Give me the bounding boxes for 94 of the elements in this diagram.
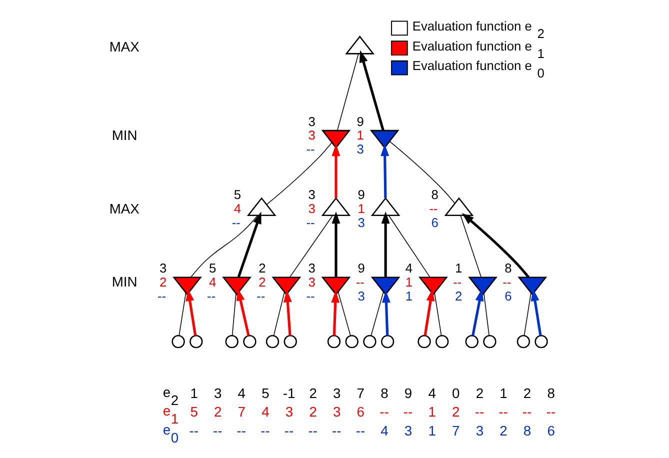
label: 6 [356,404,364,420]
node-label: 4 [233,201,241,216]
node-label: -- [306,142,314,157]
node-label: 8 [504,260,512,276]
label: 2 [499,422,507,438]
node-label: 8 [430,187,438,202]
label: -1 [282,384,295,401]
node-label: 5 [233,187,241,202]
label: 3 [214,384,222,401]
label: -- [546,404,555,420]
label: 3 [404,422,412,438]
node-label: -- [256,288,265,304]
label: -- [522,404,532,420]
node-label: 9 [357,260,364,276]
label: 7 [452,422,460,438]
node-label: 1 [356,128,364,143]
label: 7 [356,384,364,401]
label: MAX [108,200,139,216]
label: 3 [332,384,340,401]
node-label: -- [206,288,216,304]
label: 8 [380,384,388,401]
label: 6 [546,422,554,438]
node-label: 3 [357,214,364,230]
label: -- [498,404,508,420]
node-label: -- [231,214,240,230]
node-label: 6 [504,288,512,304]
label: 3 [332,404,340,420]
node-label: 5 [208,260,216,276]
node-label: 3 [308,114,315,129]
label: 1 [428,404,436,420]
node-label: -- [428,201,438,216]
node-label: 2 [158,274,166,290]
label: -- [284,422,294,438]
node-label: -- [156,288,166,304]
label: 2 [452,404,460,420]
node-label: 2 [454,288,462,304]
node-label: -- [452,274,462,290]
label: 8 [546,384,554,401]
node-label: 9 [357,187,364,202]
label: -- [260,422,270,438]
label: 4 [261,404,269,420]
label: 3 [475,422,484,438]
label: 4 [380,422,388,438]
label: 1 [428,422,436,438]
label: -- [355,422,365,438]
node-label: 4 [404,260,412,276]
label: 2 [308,404,316,420]
node-label: 9 [356,114,364,129]
label: 8 [522,422,531,438]
label: -- [402,404,412,420]
node-label: 1 [357,201,364,216]
label: -- [212,422,222,438]
node-label: 1 [404,274,412,290]
node-label: 3 [356,142,364,157]
node-label: 3 [308,201,315,216]
node-label: -- [502,274,511,290]
label: 7 [237,404,246,420]
label: 2 [214,404,222,420]
label: 5 [261,384,269,401]
label: 1 [499,384,507,401]
node-label: -- [306,288,314,304]
node-label: 2 [258,274,266,290]
node-label: -- [355,274,364,290]
label: -- [474,404,484,420]
node-label: 3 [308,187,315,202]
node-label: 3 [308,128,315,143]
label: 2 [308,384,316,401]
label: 4 [237,384,246,401]
label: MAX [108,38,139,55]
label: -- [236,422,246,438]
label: MIN [111,126,137,143]
node-label: 3 [158,260,166,276]
node-label: 1 [454,260,462,276]
label: -- [308,422,317,438]
label: 0 [452,384,460,401]
node-label: 4 [208,274,216,290]
label: 5 [190,404,198,420]
label: 2 [522,384,531,401]
node-label: 3 [308,274,315,290]
label: -- [332,422,341,438]
label: 9 [404,384,412,401]
label: -- [379,404,388,420]
label: MIN [111,274,137,290]
label: -- [188,422,198,438]
label: 3 [284,404,293,420]
node-label: 3 [357,288,364,304]
node-label: -- [306,214,314,230]
node-label: 2 [258,260,266,276]
label: 1 [190,384,198,401]
node-label: 1 [404,288,412,304]
label: 4 [428,384,436,401]
label: 2 [475,384,484,401]
node-label: 6 [430,214,438,230]
node-label: 3 [308,260,315,276]
